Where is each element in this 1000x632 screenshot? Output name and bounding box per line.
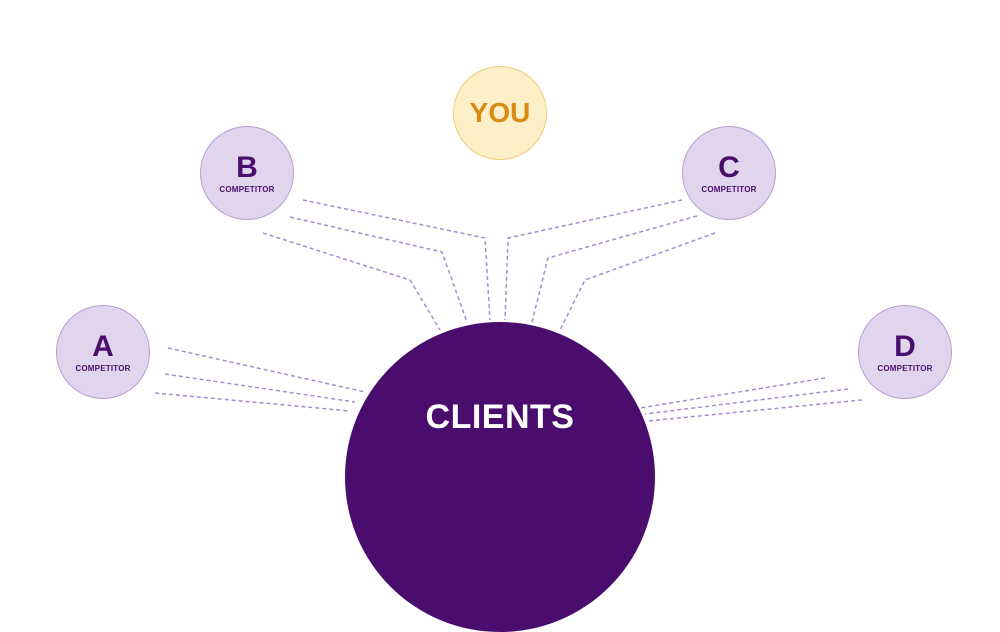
connector-lines — [154, 199, 863, 422]
competitor-d-letter: D — [894, 329, 916, 363]
connector-a-1 — [167, 347, 366, 393]
connector-a-3 — [154, 392, 351, 412]
competition-diagram: YOU B COMPETITOR C COMPETITOR A COMPETIT… — [56, 66, 952, 632]
connector-c-3 — [559, 232, 716, 331]
competitor-d-subtitle: COMPETITOR — [877, 363, 933, 373]
competitor-b-letter: B — [236, 150, 258, 184]
connector-a-2 — [164, 373, 356, 403]
connector-b-2 — [289, 216, 468, 323]
connector-c-2 — [531, 215, 698, 323]
connector-c-1 — [504, 199, 683, 321]
competitor-c-subtitle: COMPETITOR — [701, 184, 757, 194]
competitor-b-node: B COMPETITOR — [200, 126, 294, 220]
you-node: YOU — [453, 66, 547, 160]
competitor-c-node: C COMPETITOR — [682, 126, 776, 220]
clients-label: CLIENTS — [425, 398, 575, 436]
competitor-a-node: A COMPETITOR — [56, 305, 150, 399]
competitor-b-subtitle: COMPETITOR — [219, 184, 275, 194]
connector-d-1 — [639, 377, 826, 409]
connector-d-3 — [647, 399, 863, 422]
competitor-a-letter: A — [92, 329, 114, 363]
clients-semicircle — [345, 322, 655, 632]
connector-b-1 — [302, 199, 491, 321]
competitor-a-subtitle: COMPETITOR — [75, 363, 131, 373]
you-label: YOU — [469, 97, 531, 128]
connector-d-2 — [644, 388, 849, 415]
competitor-d-node: D COMPETITOR — [858, 305, 952, 399]
connector-b-3 — [262, 232, 441, 331]
competitor-c-letter: C — [718, 150, 740, 184]
